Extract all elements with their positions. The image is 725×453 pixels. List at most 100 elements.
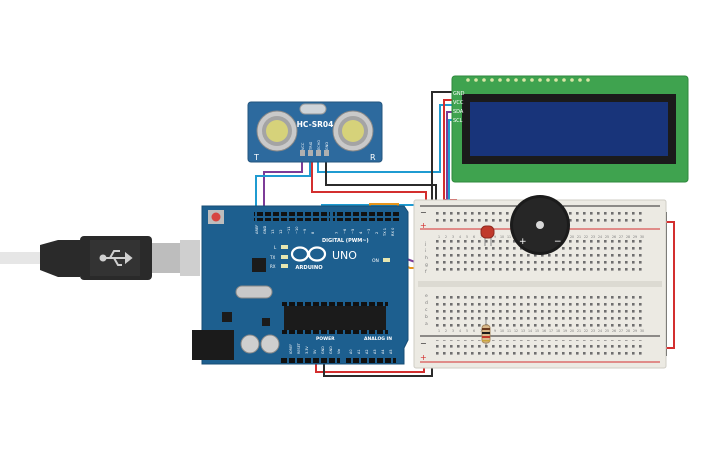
svg-text:RX 0: RX 0	[391, 227, 395, 236]
svg-text:4: 4	[359, 231, 363, 234]
column-number: 17	[549, 329, 553, 333]
analog-pin-labels: A0 A1 A2 A3 A4 A5	[349, 350, 393, 354]
rail-plus-top: +	[420, 221, 427, 230]
column-number: 24	[598, 235, 602, 239]
column-number: 2	[445, 329, 447, 333]
sensor-mark-right: R	[370, 153, 376, 162]
svg-text:A4: A4	[381, 350, 385, 354]
ultrasonic-sensor[interactable]: HC-SR04 T R VCC TRIG ECHO GND	[247, 101, 383, 163]
lcd-pin-labels: GND VCC SDA SCL	[453, 91, 465, 124]
sensor-pins	[300, 150, 329, 156]
sensor-pin-echo: ECHO	[317, 140, 321, 150]
power-label: POWER	[316, 336, 335, 342]
svg-text:TX: TX	[269, 255, 275, 260]
digital-label: DIGITAL (PWM~)	[322, 238, 369, 244]
column-number: 20	[570, 329, 574, 333]
red-led[interactable]	[480, 225, 495, 246]
column-number: 7	[480, 235, 482, 239]
svg-text:7: 7	[335, 232, 339, 234]
svg-text:AREF: AREF	[255, 225, 259, 234]
svg-text:~3: ~3	[367, 229, 371, 234]
sensor-pin-gnd: GND	[325, 142, 329, 150]
svg-text:~10: ~10	[295, 226, 299, 234]
arduino-uno[interactable]: AREF GND 13 12 ~11 ~10 ~9 8 7 ~6 ~5 4 ~3…	[192, 205, 409, 365]
svg-text:RESET: RESET	[297, 342, 301, 354]
column-number: 30	[640, 235, 644, 239]
column-number: 16	[542, 329, 546, 333]
usb-chip	[252, 258, 266, 272]
column-number: 9	[494, 329, 496, 333]
column-number: 4	[459, 235, 461, 239]
lcd-pin-gnd: GND	[453, 91, 465, 97]
column-number: 5	[466, 329, 468, 333]
svg-text:TX 1: TX 1	[383, 228, 387, 237]
column-number: 3	[452, 329, 454, 333]
power-pin-labels: IOREF RESET 3.3V 5V GND GND Vin	[289, 342, 341, 354]
column-number: 27	[619, 329, 623, 333]
sensor-pin-vcc: VCC	[301, 142, 305, 150]
svg-text:~9: ~9	[303, 228, 307, 234]
resistor[interactable]	[481, 318, 491, 345]
column-number: 13	[521, 329, 525, 333]
svg-text:g: g	[425, 263, 428, 268]
svg-text:8: 8	[311, 231, 315, 234]
svg-text:b: b	[425, 314, 428, 320]
transducer-right	[332, 110, 374, 152]
svg-text:~11: ~11	[287, 226, 291, 234]
breadboard[interactable]: − + − + j i h g f e d c b a 112233445566…	[413, 199, 667, 369]
wire-black-lcd	[431, 91, 452, 212]
column-number: 14	[528, 329, 532, 333]
reset-button[interactable]	[208, 210, 224, 224]
svg-text:d: d	[425, 300, 428, 306]
lcd-module[interactable]: GND VCC SDA SCL	[451, 75, 689, 183]
power-header	[280, 356, 340, 364]
sensor-mark-left: T	[253, 153, 259, 162]
column-number: 28	[626, 235, 630, 239]
lcd-screen	[470, 102, 668, 156]
arduino-brand: ARDUINO	[295, 265, 323, 271]
column-number: 11	[507, 235, 511, 239]
column-number: 19	[563, 329, 567, 333]
lcd-header-pins	[466, 78, 590, 82]
column-number: 29	[633, 329, 637, 333]
svg-text:~6: ~6	[343, 228, 347, 234]
rail-holes-bottom	[436, 340, 646, 357]
column-number: 2	[445, 235, 447, 239]
column-number: 26	[612, 329, 616, 333]
svg-text:5V: 5V	[313, 349, 317, 354]
column-number: 15	[535, 329, 539, 333]
svg-text:2: 2	[375, 232, 379, 234]
analog-header	[346, 356, 396, 364]
column-number: 20	[570, 235, 574, 239]
svg-text:13: 13	[271, 229, 275, 234]
column-number: 23	[591, 235, 595, 239]
column-number: 6	[473, 329, 475, 333]
piezo-buzzer[interactable]: + −	[510, 195, 570, 255]
on-label: ON	[372, 258, 379, 264]
svg-text:RX: RX	[270, 264, 276, 269]
arduino-model: UNO	[332, 249, 357, 262]
usb-icon	[99, 250, 133, 266]
svg-text:A5: A5	[389, 350, 393, 354]
capacitor-2	[260, 334, 280, 354]
microcontroller-chip	[284, 306, 386, 330]
column-number: 21	[577, 235, 581, 239]
svg-text:12: 12	[279, 229, 283, 234]
sensor-pin-trig: TRIG	[309, 141, 313, 151]
holes-bottom-block	[436, 292, 646, 327]
svg-text:e: e	[425, 294, 428, 299]
svg-text:L: L	[274, 245, 277, 250]
column-number: 24	[598, 329, 602, 333]
column-number: 1	[438, 235, 440, 239]
buzzer-hole	[536, 221, 544, 229]
analog-label: ANALOG IN	[364, 336, 392, 342]
svg-text:i: i	[425, 248, 426, 254]
column-number: 28	[626, 329, 630, 333]
column-number: 27	[619, 235, 623, 239]
svg-text:h: h	[425, 255, 428, 261]
usb-cable	[0, 236, 200, 280]
wire-black-sensor-gnd	[325, 145, 437, 212]
column-number: 22	[584, 329, 588, 333]
svg-text:c: c	[425, 308, 428, 313]
arduino-logo-icon	[290, 246, 327, 262]
